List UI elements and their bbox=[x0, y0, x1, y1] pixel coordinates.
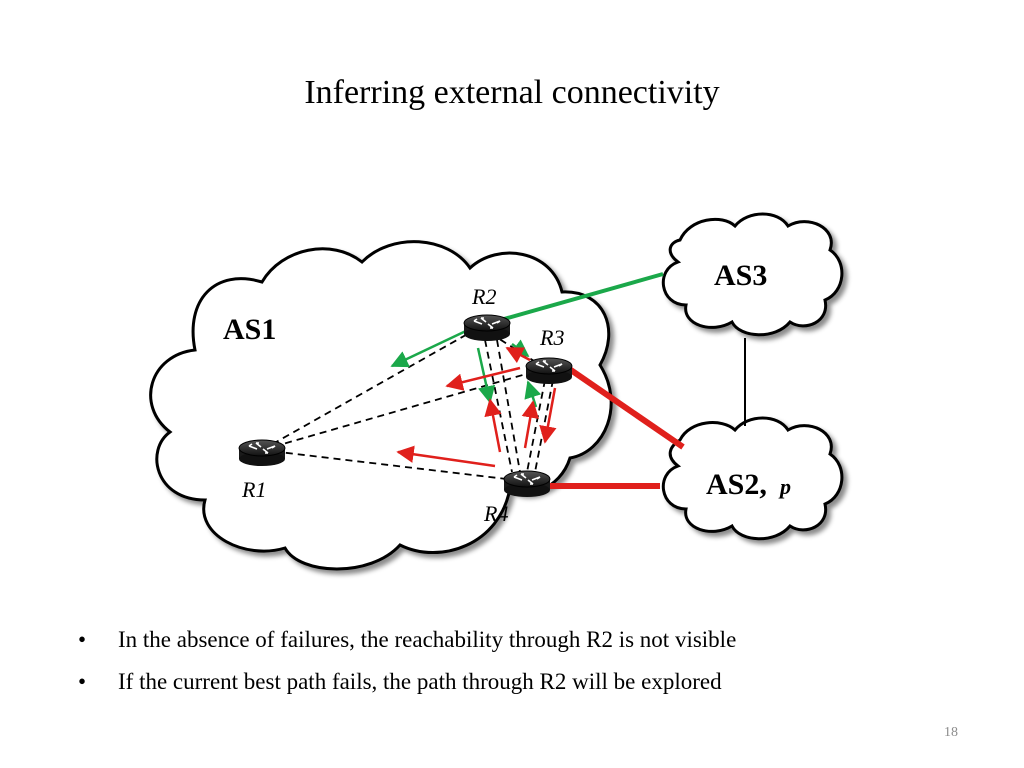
router-r2-icon bbox=[463, 314, 511, 342]
router-r3-label: R3 bbox=[539, 325, 564, 350]
bullet-text: If the current best path fails, the path… bbox=[118, 669, 722, 694]
bullet-item: • If the current best path fails, the pa… bbox=[78, 664, 736, 706]
link-r3-as2 bbox=[563, 363, 685, 450]
router-r3-icon bbox=[525, 357, 573, 385]
as3-cloud bbox=[661, 212, 844, 337]
bullet-symbol: • bbox=[78, 627, 87, 652]
router-r1-label: R1 bbox=[241, 477, 266, 502]
bullet-list: • In the absence of failures, the reacha… bbox=[78, 622, 736, 706]
router-r1-icon bbox=[238, 439, 286, 467]
bullet-text: In the absence of failures, the reachabi… bbox=[118, 627, 737, 652]
as2-cloud bbox=[661, 416, 844, 541]
as1-label: AS1 bbox=[223, 313, 276, 346]
as2-label: AS2, bbox=[706, 468, 767, 501]
page-number: 18 bbox=[944, 725, 958, 740]
router-r2-label: R2 bbox=[471, 284, 496, 309]
link-r2-as3 bbox=[489, 272, 664, 325]
red-arrows bbox=[396, 346, 557, 468]
as3-label: AS3 bbox=[714, 259, 767, 292]
router-r4-label: R4 bbox=[483, 501, 508, 526]
bullet-symbol: • bbox=[78, 669, 87, 694]
as1-cloud bbox=[149, 240, 613, 571]
bullet-item: • In the absence of failures, the reacha… bbox=[78, 622, 736, 664]
as2-prefix-label: p bbox=[778, 474, 791, 499]
slide-title: Inferring external connectivity bbox=[304, 74, 720, 111]
router-r4-icon bbox=[503, 470, 551, 498]
